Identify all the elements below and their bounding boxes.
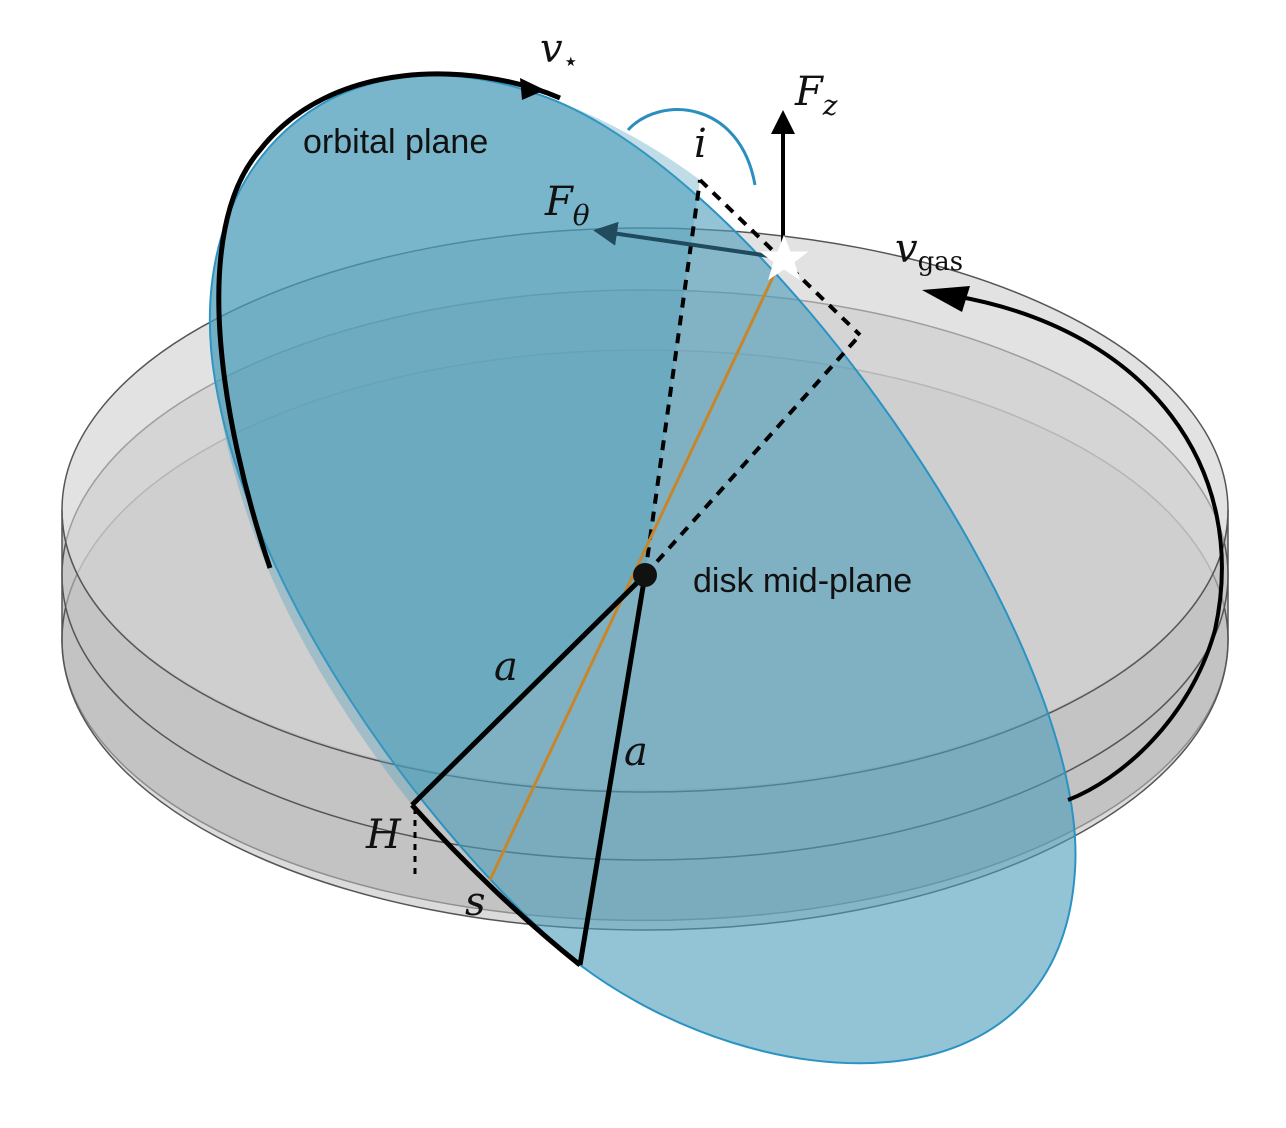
a-right-label: a — [624, 729, 648, 775]
gas-orbit-arc — [954, 294, 1224, 802]
orbital-plane-upper — [209, 75, 701, 805]
disk-mid-plane-label: disk mid-plane — [693, 562, 912, 600]
v-gas-label: vgas — [895, 226, 963, 277]
force-theta-vector — [593, 221, 784, 260]
f-theta-label: Fθ — [544, 179, 590, 232]
stellar-orbit-arc — [216, 71, 561, 569]
a-left-label: a — [494, 644, 518, 690]
h-label: H — [365, 812, 402, 858]
inclination-label: i — [694, 121, 707, 167]
inclination-arc — [626, 108, 757, 186]
center-point — [633, 563, 657, 587]
v-star-label: v⋆ — [540, 26, 579, 77]
orbital-plane-label: orbital plane — [303, 123, 488, 161]
star-icon — [759, 234, 809, 281]
gas-orbit-arrowhead — [922, 286, 970, 312]
arc-s — [410, 803, 582, 967]
semi-major-axis-right — [577, 574, 648, 966]
f-z-label: Fz — [794, 69, 838, 122]
semi-major-axis-left — [410, 573, 647, 807]
stellar-orbit-arrowhead — [520, 78, 545, 100]
s-label: s — [465, 879, 486, 925]
